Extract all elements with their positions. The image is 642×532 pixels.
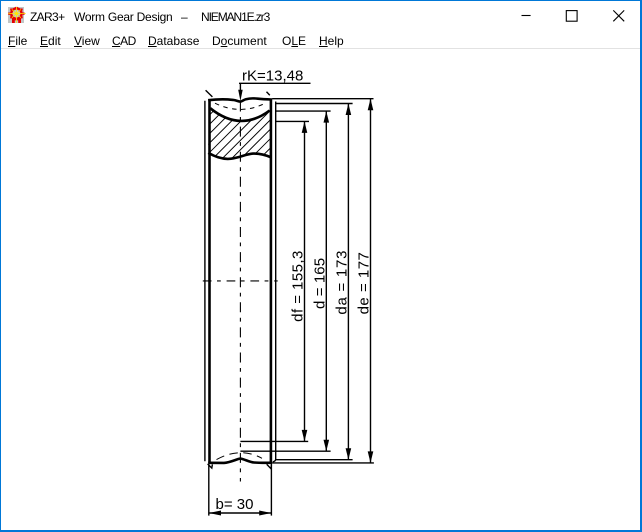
svg-text:b= 30: b= 30 (216, 496, 254, 513)
svg-text:de = 177: de = 177 (356, 252, 373, 315)
svg-text:rK=13,48: rK=13,48 (242, 67, 303, 84)
svg-text:d = 165: d = 165 (311, 258, 328, 309)
svg-text:df = 155,3: df = 155,3 (290, 250, 307, 322)
svg-text:da = 173: da = 173 (334, 250, 351, 315)
